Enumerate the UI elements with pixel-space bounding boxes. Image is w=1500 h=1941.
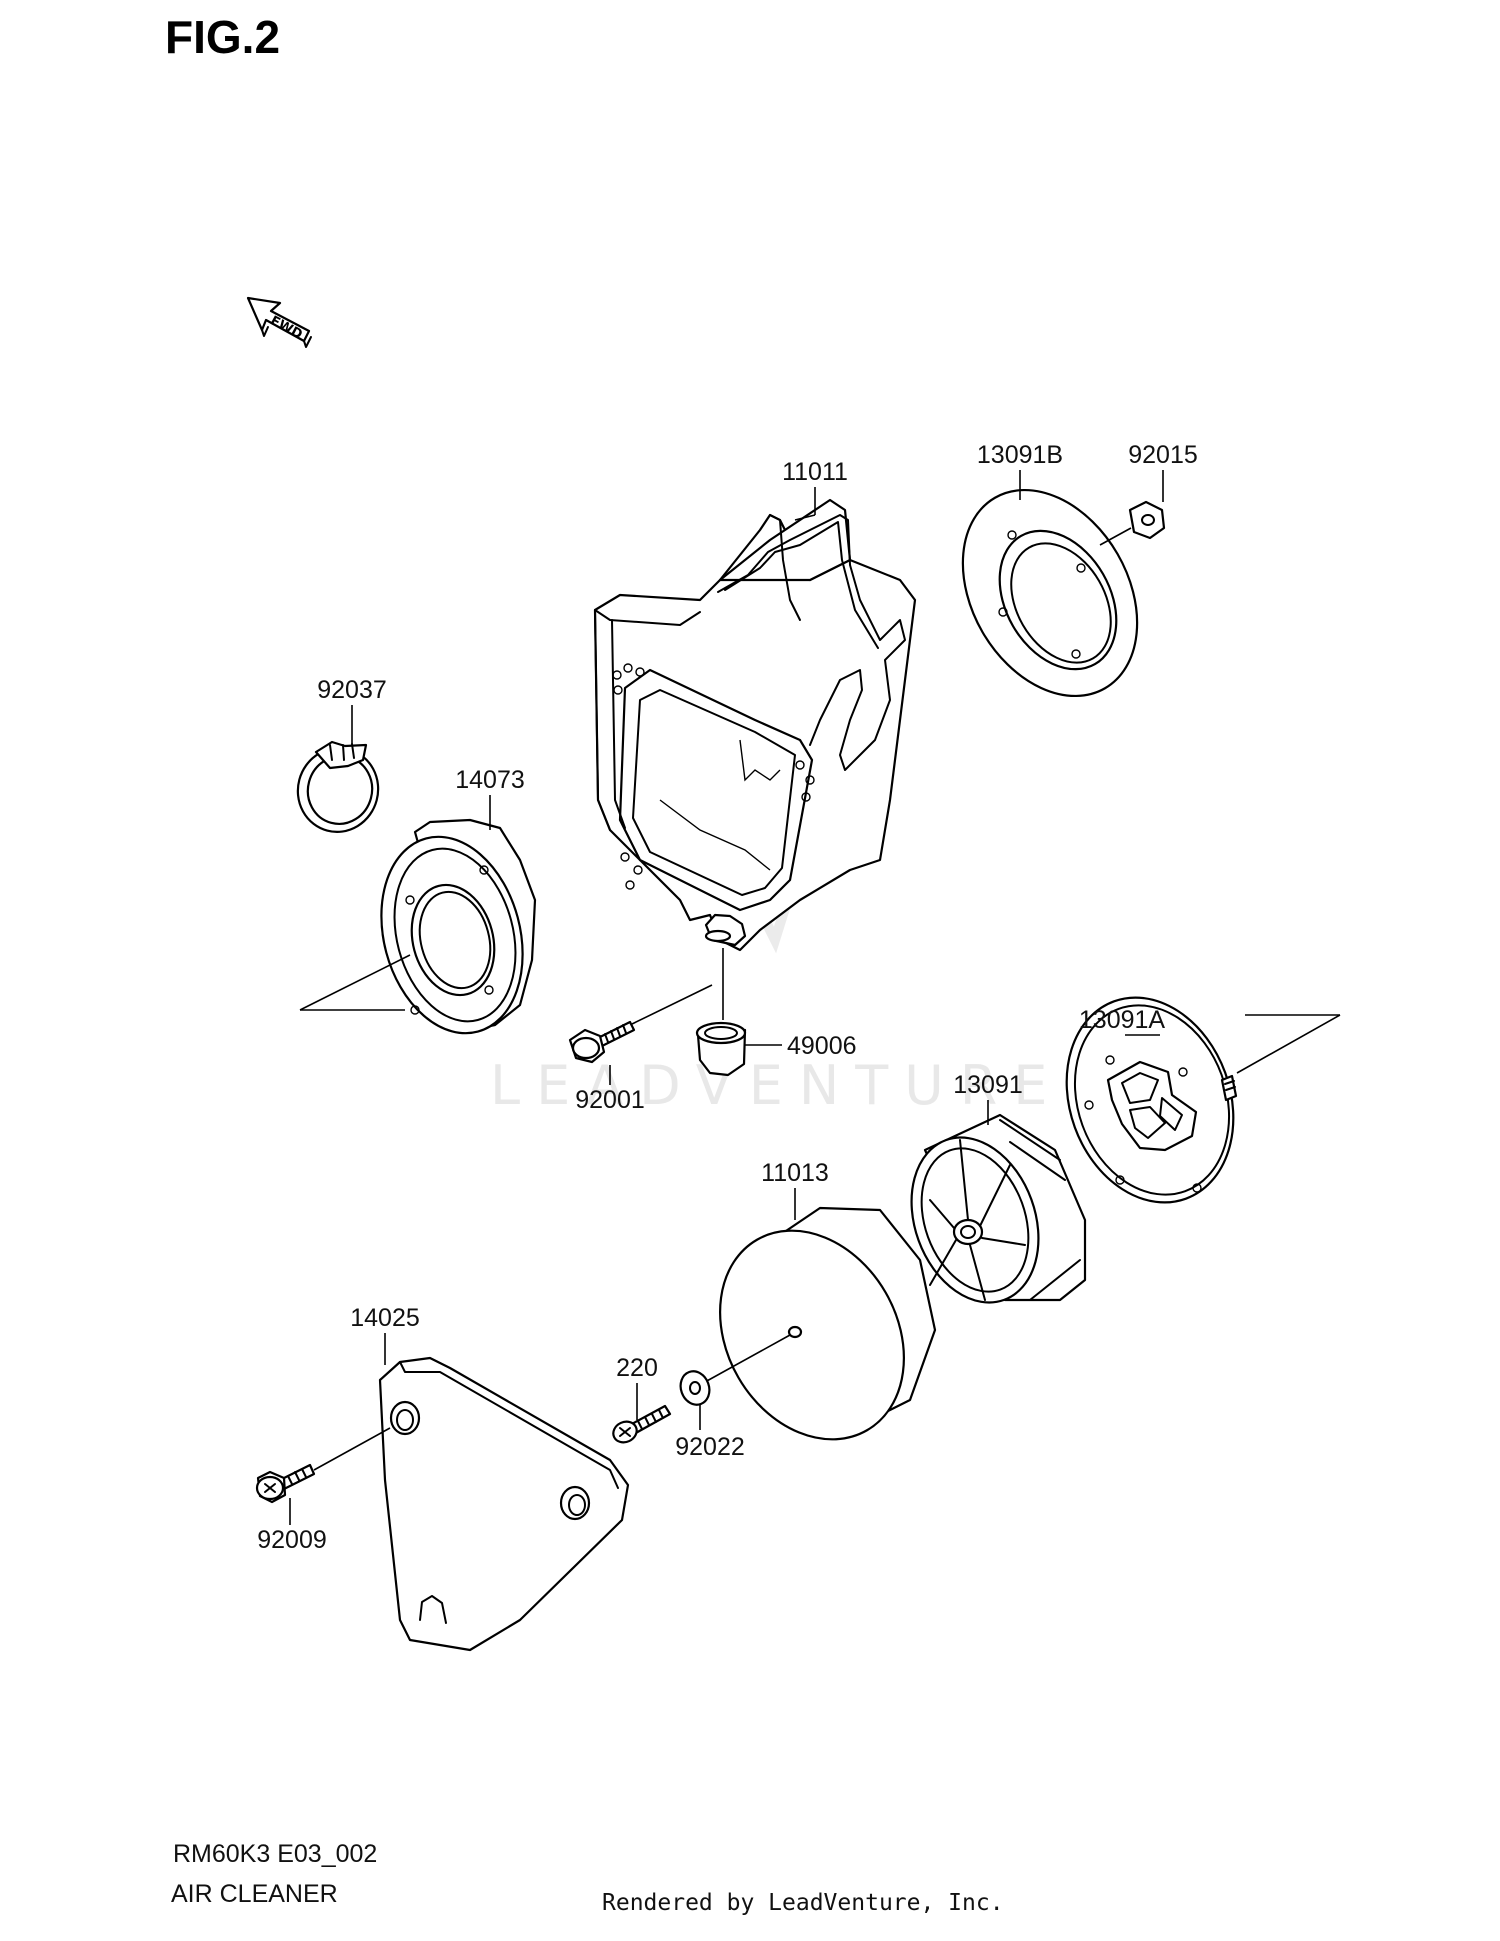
part-92009-screw	[255, 1463, 316, 1504]
label-11011: 11011	[782, 458, 848, 486]
part-49006-cap	[695, 1021, 747, 1077]
label-11013: 11013	[761, 1159, 829, 1187]
label-92022: 92022	[675, 1433, 745, 1461]
part-220-screw	[612, 1404, 672, 1444]
label-14073: 14073	[455, 766, 525, 794]
part-11013-filter-element	[719, 1206, 937, 1441]
figure-title: FIG.2	[165, 11, 280, 63]
label-220: 220	[616, 1354, 658, 1382]
label-92001: 92001	[575, 1086, 645, 1114]
model-code: RM60K3 E03_002	[173, 1840, 377, 1868]
label-13091: 13091	[953, 1071, 1023, 1099]
label-92037: 92037	[317, 676, 387, 704]
fwd-arrow-icon: FWD	[246, 296, 312, 348]
part-92001-bolt	[568, 1020, 636, 1064]
part-13091B-plate	[961, 488, 1139, 698]
part-92015-nut	[1128, 500, 1166, 540]
part-92037-clamp	[296, 740, 380, 833]
label-14025: 14025	[350, 1304, 420, 1332]
label-13091B: 13091B	[977, 441, 1063, 469]
label-13091A: 13091A	[1079, 1006, 1166, 1034]
label-92009: 92009	[257, 1526, 327, 1554]
part-13091A-back-plate	[1065, 996, 1238, 1204]
part-13091-filter-cage	[910, 1113, 1087, 1304]
section-name: AIR CLEANER	[171, 1880, 338, 1908]
part-92022-washer	[679, 1370, 711, 1406]
part-14073-intake-funnel	[380, 818, 537, 1035]
part-14025-cover	[378, 1356, 630, 1652]
label-92015: 92015	[1128, 441, 1198, 469]
rendered-by: Rendered by LeadVenture, Inc.	[602, 1890, 1004, 1916]
part-11011-air-cleaner-case	[593, 498, 917, 952]
watermark-text: LEADVENTURE	[490, 1054, 1063, 1117]
label-49006: 49006	[787, 1032, 857, 1060]
